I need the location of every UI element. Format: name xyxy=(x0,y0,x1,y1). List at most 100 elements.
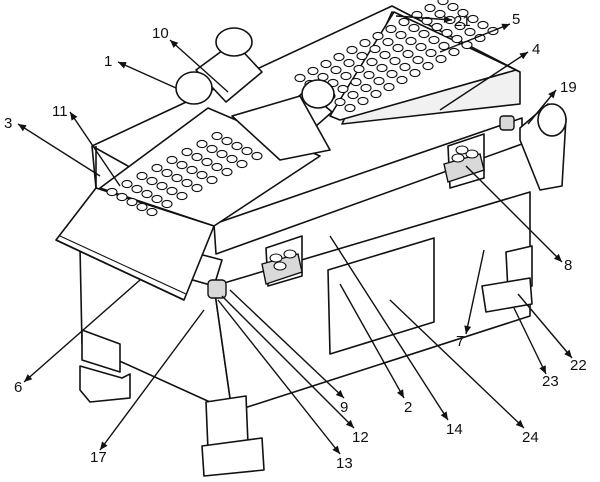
perforation-hole xyxy=(421,16,433,26)
leader-arrowhead xyxy=(345,419,354,428)
perforation-hole xyxy=(425,48,437,58)
leader-line xyxy=(69,111,121,187)
leader-line xyxy=(517,293,573,359)
upper-deck-holes xyxy=(294,0,499,113)
perforation-hole xyxy=(337,84,349,94)
label-8: 8 xyxy=(564,257,572,274)
perforation-hole xyxy=(201,157,213,167)
perforation-hole xyxy=(464,27,476,37)
perforation-hole xyxy=(437,0,449,6)
perforation-hole xyxy=(346,45,358,55)
perforation-hole xyxy=(350,77,362,87)
perforation-hole xyxy=(211,131,223,141)
perforation-hole xyxy=(372,31,384,41)
perforation-hole xyxy=(441,28,453,38)
leader-arrowhead xyxy=(464,325,472,334)
perforation-hole xyxy=(477,20,489,30)
perforation-hole xyxy=(424,3,436,13)
perforation-hole xyxy=(216,149,228,159)
perforation-hole xyxy=(241,146,253,156)
perforation-hole xyxy=(467,14,479,24)
motor-mount-plate xyxy=(231,95,331,161)
perforation-hole xyxy=(131,184,143,194)
leader-arrowhead xyxy=(440,411,448,420)
perforation-hole xyxy=(334,97,346,107)
perforation-hole xyxy=(389,56,401,66)
perforation-hole xyxy=(405,36,417,46)
chute-lip-inner xyxy=(59,235,187,295)
leader-arrowhead xyxy=(70,112,78,121)
right-spring-coil-1 xyxy=(451,153,465,163)
perforation-hole xyxy=(412,55,424,65)
right-spring-coil-2 xyxy=(465,149,479,159)
perforation-hole xyxy=(121,179,133,189)
leader-line xyxy=(329,235,449,421)
label-11: 11 xyxy=(52,103,68,120)
leader-line xyxy=(339,283,405,399)
leader-arrowhead xyxy=(18,124,27,132)
leader-line xyxy=(513,307,547,375)
perforation-hole xyxy=(330,65,342,75)
perforation-hole xyxy=(435,54,447,64)
motor-a-end-left xyxy=(175,71,213,105)
perforation-hole xyxy=(191,183,203,193)
front-spring-coil-2 xyxy=(283,249,297,259)
perforation-hole xyxy=(307,66,319,76)
leader-line xyxy=(439,23,511,53)
perforation-hole xyxy=(448,47,460,57)
perforation-hole xyxy=(447,2,459,12)
part-labels: 1 2 3 4 5 6 7 8 9 10 11 12 13 14 17 19 2… xyxy=(4,11,587,472)
leader-arrowhead xyxy=(501,23,510,31)
leader-line xyxy=(465,249,485,335)
perforation-hole xyxy=(151,163,163,173)
perforation-hole xyxy=(382,37,394,47)
perforation-hole xyxy=(226,154,238,164)
perforation-hole xyxy=(251,151,263,161)
perforation-hole xyxy=(369,44,381,54)
perforation-hole xyxy=(428,35,440,45)
perforation-hole xyxy=(383,82,395,92)
perforation-hole xyxy=(161,168,173,178)
perforation-hole xyxy=(379,50,391,60)
perforation-hole xyxy=(116,192,128,202)
leader-arrowhead xyxy=(519,52,528,60)
perforation-hole xyxy=(181,147,193,157)
leader-arrowhead xyxy=(539,365,546,374)
leader-line xyxy=(23,279,141,383)
perforation-hole xyxy=(392,43,404,53)
perforation-hole xyxy=(206,175,218,185)
perforation-hole xyxy=(415,42,427,52)
perforation-hole xyxy=(211,162,223,172)
leader-line xyxy=(99,309,205,451)
side-drive-end xyxy=(537,103,567,137)
leader-line xyxy=(221,295,355,429)
perforation-hole xyxy=(206,144,218,154)
perforation-hole xyxy=(396,75,408,85)
label-4: 4 xyxy=(532,41,540,58)
chute-lip xyxy=(55,239,185,301)
perforation-hole xyxy=(181,178,193,188)
perforation-hole xyxy=(376,63,388,73)
leg-right-foot xyxy=(481,277,533,313)
perforation-hole xyxy=(221,167,233,177)
leg-left-rear xyxy=(79,365,131,403)
perforation-hole xyxy=(136,171,148,181)
lower-deck-holes xyxy=(106,131,263,217)
perforation-hole xyxy=(451,34,463,44)
leader-arrowhead xyxy=(564,349,572,358)
vibration-motors xyxy=(175,27,335,161)
left-buffer xyxy=(207,279,227,299)
perforation-hole xyxy=(359,38,371,48)
perforation-hole xyxy=(402,49,414,59)
perforation-hole xyxy=(353,64,365,74)
leg-left-rear-upper xyxy=(81,329,121,373)
leader-arrowhead xyxy=(515,419,524,428)
perforation-hole xyxy=(166,155,178,165)
leader-arrowhead xyxy=(553,253,562,262)
perforation-hole xyxy=(395,30,407,40)
right-buffer xyxy=(499,115,515,131)
perforation-hole xyxy=(343,58,355,68)
perforation-hole xyxy=(156,181,168,191)
